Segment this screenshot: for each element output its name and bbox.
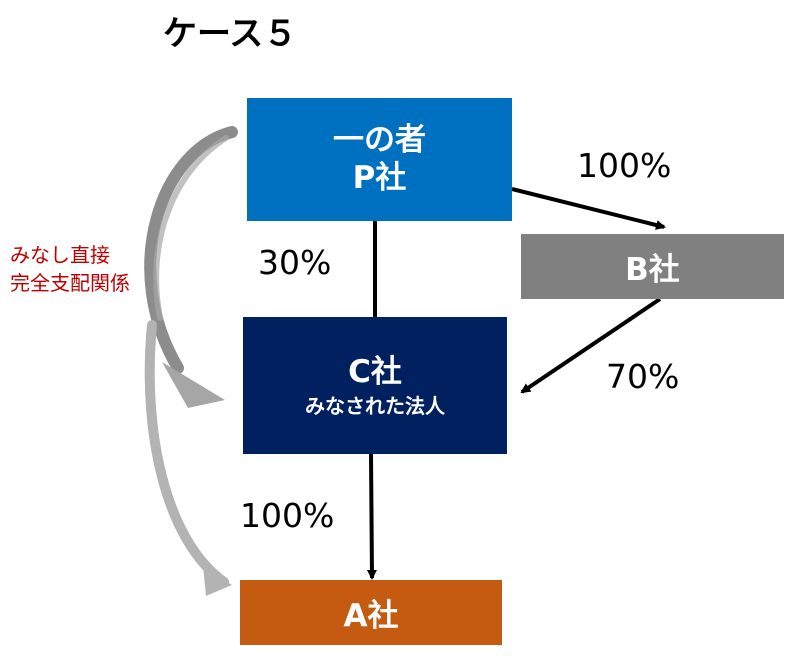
parent-node-line2: P社: [352, 159, 407, 196]
ownership-c-to-a: 100%: [240, 496, 335, 535]
deemed-relation-label: みなし直接 完全支配関係: [10, 242, 130, 297]
case-title: ケース５: [163, 14, 298, 54]
curve-p-to-a: [144, 320, 229, 587]
c-company-node: C社 みなされた法人: [243, 317, 507, 454]
c-company-subtitle: みなされた法人: [305, 393, 445, 418]
deemed-relation-label-line2: 完全支配関係: [10, 270, 130, 295]
b-company-name: B社: [625, 252, 680, 288]
link-c-to-a: [366, 453, 377, 580]
ownership-p-to-b: 100%: [577, 146, 672, 185]
curve-arrowhead-c: [162, 362, 225, 408]
link-p-to-b: [511, 187, 666, 230]
link-b-to-c: [520, 297, 662, 394]
ownership-b-to-c: 70%: [606, 357, 680, 396]
b-company-node: B社: [521, 234, 784, 299]
curve-p-to-c-inner: [153, 135, 229, 321]
curve-p-to-c: [144, 126, 238, 374]
a-company-node: A社: [240, 580, 502, 645]
parent-node: 一の者 P社: [247, 98, 512, 221]
curve-arrowhead-a: [203, 566, 232, 596]
deemed-relation-curves: [144, 126, 238, 596]
deemed-relation-label-line1: みなし直接: [10, 243, 110, 267]
a-company-name: A社: [343, 598, 399, 634]
parent-node-line1: 一の者: [333, 121, 426, 158]
c-company-name: C社: [348, 354, 402, 391]
ownership-p-to-c: 30%: [258, 243, 332, 282]
